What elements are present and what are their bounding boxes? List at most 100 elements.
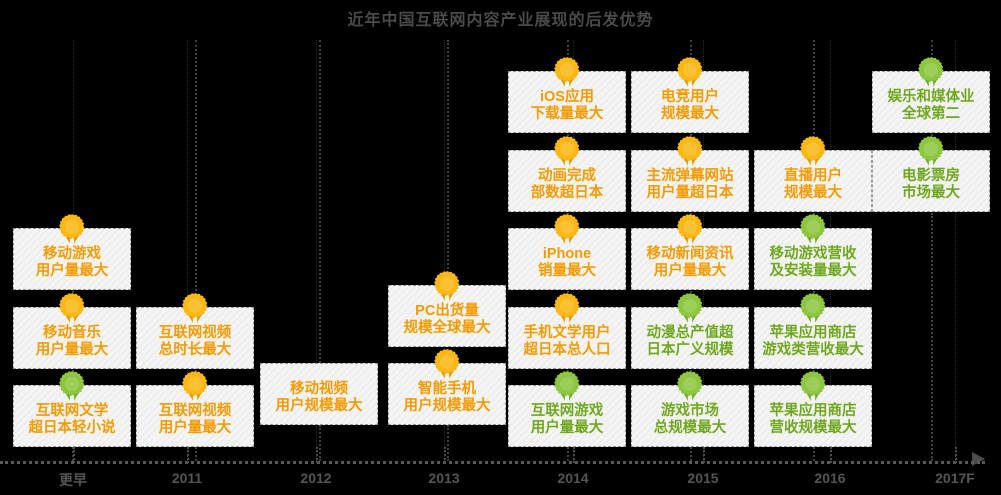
card-line-2: 规模最大	[784, 184, 842, 201]
card-text: 主流弹幕网站用户量超日本	[647, 161, 734, 200]
milestone-card[interactable]: 直播用户规模最大	[754, 138, 872, 212]
milestone-card[interactable]: 娱乐和媒体业全球第二	[872, 59, 990, 133]
tick-mark-2011	[187, 447, 189, 463]
connector-line	[690, 134, 692, 150]
tick-mark-2015	[703, 447, 705, 463]
milestone-card[interactable]: 移动音乐用户量最大	[13, 295, 131, 369]
card-line-2: 用户量最大	[35, 262, 109, 279]
card-line-2: 游戏类营收最大	[762, 341, 864, 358]
card-text: PC出货量规模全球最大	[404, 296, 491, 335]
connector-line	[690, 213, 692, 228]
card-text: 互联网文学超日本轻小说	[29, 396, 116, 435]
connector-line	[567, 291, 569, 307]
milestone-card[interactable]: 移动游戏用户量最大	[13, 216, 131, 290]
card-line-1: 移动音乐	[43, 325, 101, 342]
connector-line	[447, 40, 449, 285]
card-line-2: 总规模最大	[653, 419, 727, 436]
connector-line	[567, 213, 569, 228]
tick-label-2014: 2014	[557, 470, 589, 486]
card-line-1: 互联网视频	[158, 325, 232, 342]
connector-line	[195, 447, 197, 461]
tick-label-2012: 2012	[300, 470, 332, 486]
card-text: 移动音乐用户量最大	[36, 318, 109, 357]
milestone-card[interactable]: iOS应用下载量最大	[508, 59, 626, 133]
milestone-card[interactable]: 互联网游戏用户量最大	[508, 373, 626, 447]
tick-label-2017F: 2017F	[935, 470, 975, 486]
gridline-2017F	[955, 40, 956, 461]
card-line-1: 互联网视频	[158, 403, 232, 420]
tick-label-2015: 2015	[687, 470, 719, 486]
connector-line	[813, 447, 815, 461]
milestone-card[interactable]: 苹果应用商店游戏类营收最大	[754, 295, 872, 369]
card-line-1: 智能手机	[418, 381, 476, 398]
connector-line	[813, 291, 815, 307]
card-line-1: 互联网文学	[35, 403, 109, 420]
card-line-2: 规模最大	[661, 105, 719, 122]
milestone-card[interactable]: 电竞用户规模最大	[631, 59, 749, 133]
milestone-card[interactable]: PC出货量规模全球最大	[388, 273, 506, 347]
card-line-2: 超日本总人口	[523, 341, 611, 358]
milestone-card[interactable]: 手机文学用户超日本总人口	[508, 295, 626, 369]
card-line-1: PC出货量	[415, 303, 479, 320]
milestone-card[interactable]: 电影票房市场最大	[872, 138, 990, 212]
connector-line	[690, 40, 692, 71]
card-line-1: 手机文学用户	[523, 325, 611, 342]
card-text: 互联网游戏用户量最大	[531, 396, 604, 435]
tick-mark-2013	[444, 447, 446, 463]
connector-line	[567, 370, 569, 385]
connector-line	[319, 40, 321, 363]
milestone-card[interactable]: 智能手机用户规模最大	[388, 351, 506, 425]
card-line-2: 用户规模最大	[403, 397, 491, 414]
milestone-card[interactable]: 移动新闻资讯用户量最大	[631, 216, 749, 290]
card-line-1: 直播用户	[784, 168, 842, 185]
card-line-1: 移动游戏营收	[769, 246, 857, 263]
milestone-card[interactable]: 主流弹幕网站用户量超日本	[631, 138, 749, 212]
card-line-2: 用户量最大	[530, 419, 604, 436]
card-text: 移动新闻资讯用户量最大	[647, 239, 734, 278]
connector-line	[813, 370, 815, 385]
milestone-card[interactable]: 互联网视频用户量最大	[136, 373, 254, 447]
card-text: 智能手机用户规模最大	[404, 374, 491, 413]
milestone-card[interactable]: 互联网文学超日本轻小说	[13, 373, 131, 447]
card-text: 移动游戏营收及安装量最大	[770, 239, 857, 278]
card-line-1: 游戏市场	[661, 403, 719, 420]
connector-line	[72, 370, 74, 385]
connector-line	[931, 134, 933, 150]
card-text: 移动游戏用户量最大	[36, 239, 109, 278]
connector-line	[319, 425, 321, 461]
card-line-2: 用户量超日本	[646, 184, 734, 201]
card-text: 手机文学用户超日本总人口	[524, 318, 611, 357]
card-text: 娱乐和媒体业全球第二	[888, 82, 975, 121]
gridline-2012	[316, 40, 317, 461]
milestone-card[interactable]: 游戏市场总规模最大	[631, 373, 749, 447]
tick-label-2016: 2016	[814, 470, 846, 486]
milestone-card[interactable]: 移动视频用户规模最大	[260, 363, 378, 425]
milestone-card[interactable]: 苹果应用商店营收规模最大	[754, 373, 872, 447]
tick-mark-2012	[316, 447, 318, 463]
gridline-2011	[187, 40, 188, 461]
card-text: 动漫总产值超日本广义规模	[647, 318, 734, 357]
card-line-2: 下载量最大	[530, 105, 604, 122]
connector-line	[72, 291, 74, 307]
milestone-card[interactable]: 动漫总产值超日本广义规模	[631, 295, 749, 369]
connector-line	[447, 425, 449, 461]
card-text: 互联网视频用户量最大	[159, 396, 232, 435]
tick-mark-2014	[573, 447, 575, 463]
milestone-card[interactable]: 动画完成部数超日本	[508, 138, 626, 212]
timeline-axis	[0, 461, 985, 464]
connector-line	[195, 40, 197, 307]
right-arrow-icon	[972, 452, 985, 466]
milestone-card[interactable]: 移动游戏营收及安装量最大	[754, 216, 872, 290]
connector-line	[813, 40, 815, 150]
milestone-card[interactable]: 互联网视频总时长最大	[136, 295, 254, 369]
connector-line	[690, 370, 692, 385]
connector-line	[931, 40, 933, 71]
card-line-1: 电影票房	[902, 168, 960, 185]
tick-mark-2017F	[955, 447, 957, 463]
connector-line	[690, 291, 692, 307]
card-line-2: 部数超日本	[530, 184, 604, 201]
card-line-1: 动画完成	[538, 168, 596, 185]
